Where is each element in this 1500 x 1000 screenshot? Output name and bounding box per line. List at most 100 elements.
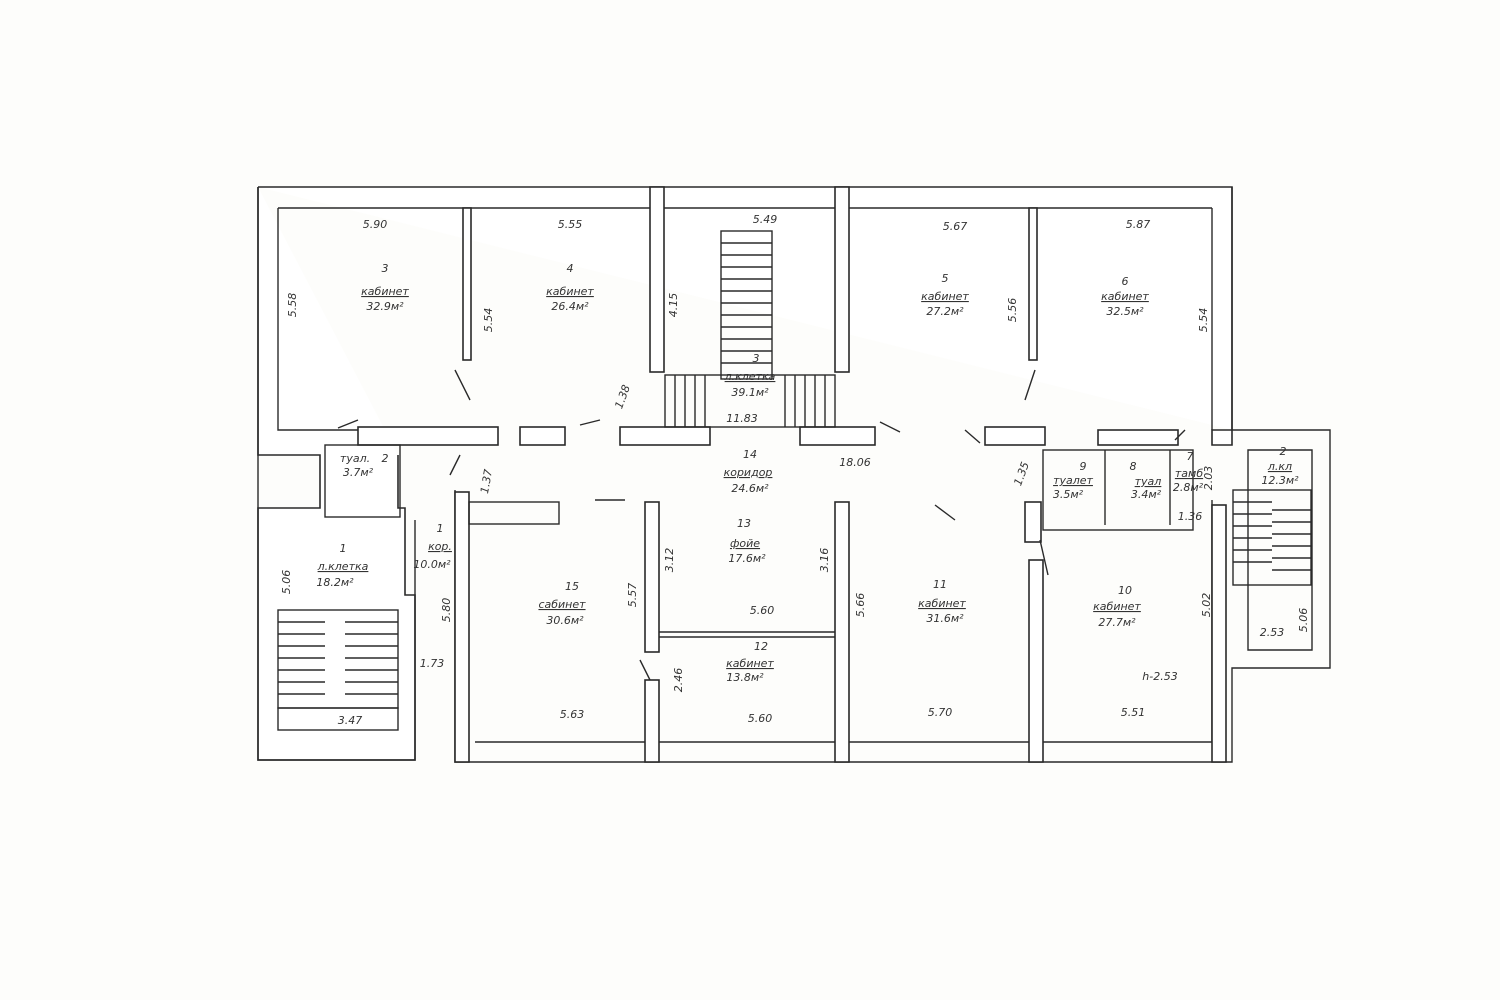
room-number: 3 [753, 352, 760, 365]
dimension: 3.12 [663, 548, 676, 573]
dimension: 18.06 [839, 456, 871, 469]
room-14-corridor: 14 коридор 24.6м² 18.06 [724, 448, 871, 495]
wall [462, 207, 472, 361]
room-3-stairwell: 5.49 4.15 3 л.клетка 39.1м² 11.83 1.38 [612, 213, 777, 425]
wall [1097, 429, 1179, 446]
dimension: 5.02 [1200, 593, 1213, 618]
dimension: 11.83 [726, 412, 758, 425]
dimension: 5.54 [1197, 308, 1210, 333]
room-name: фойе [730, 537, 760, 550]
room-2-wc: туал. 2 3.7м² [340, 452, 389, 479]
room-13-foyer: 13 фойе 17.6м² 3.12 3.16 5.60 [663, 517, 831, 617]
wall [1028, 559, 1044, 763]
wall [649, 186, 665, 373]
room-area: 31.6м² [926, 612, 964, 625]
room-number: 13 [737, 517, 751, 530]
wall [644, 501, 660, 653]
wall [1028, 207, 1038, 361]
room-number: 7 [1187, 450, 1194, 463]
room-5-kabinet: 5.67 5 кабинет 27.2м² 5.56 [921, 220, 1019, 322]
room-10-kabinet: 10 кабинет 27.7м² 5.02 5.51 h-2.53 [1093, 584, 1213, 719]
room-number: 14 [743, 448, 757, 461]
wc-room [324, 444, 401, 518]
room-name: кабинет [921, 290, 969, 303]
dimension: 5.60 [748, 712, 773, 725]
room-name: сабинет [538, 598, 586, 611]
room-name: л.кл [1267, 460, 1292, 473]
room-1-stairwell: 1 л.клетка 18.2м² 5.06 3.47 [280, 542, 369, 727]
room-8-toilet: 8 туал 3.4м² [1130, 460, 1162, 501]
room-area: 27.2м² [926, 305, 964, 318]
room-name: туал. [340, 452, 370, 465]
room-name: туалет [1053, 474, 1093, 487]
outer-walls [257, 186, 1331, 763]
dimension: 5.67 [943, 220, 968, 233]
room-area: 32.5м² [1106, 305, 1144, 318]
dimension: 1.73 [420, 657, 445, 670]
room-number: 8 [1130, 460, 1137, 473]
dimension: 1.36 [1178, 510, 1203, 523]
room-name: кабинет [1093, 600, 1141, 613]
door-swings [337, 369, 1186, 681]
room-number: 11 [933, 578, 947, 591]
room-4-kabinet: 5.55 4 кабинет 26.4м² 5.54 [482, 218, 594, 332]
room-15-kabinet: 15 сабинет 30.6м² 5.57 5.63 [538, 580, 639, 721]
wall [1211, 504, 1227, 763]
wall [799, 426, 876, 446]
room-number: 1 [340, 542, 347, 555]
room-area: 17.6м² [728, 552, 766, 565]
room-9-toilet: 9 туалет 3.5м² 1.35 [1011, 460, 1093, 501]
wall [644, 679, 660, 763]
room-area: 24.6м² [731, 482, 769, 495]
room-name: л.клетка [317, 560, 369, 573]
dimension: 5.58 [286, 293, 299, 318]
dimension: 5.49 [753, 213, 778, 226]
room-number: 2 [1280, 445, 1287, 458]
room-name: кабинет [546, 285, 594, 298]
dimension: 5.70 [928, 706, 953, 719]
dimension: 2.53 [1260, 626, 1285, 639]
room-number: 1 [437, 522, 444, 535]
dimension: 1.35 [1011, 460, 1032, 487]
dimension: 5.55 [558, 218, 583, 231]
room-name: кабинет [726, 657, 774, 670]
dimension: 5.06 [1297, 608, 1310, 633]
dimension: 5.06 [280, 570, 293, 595]
room-11-kabinet: 11 кабинет 31.6м² 5.66 5.70 [854, 578, 966, 719]
dimension: 5.87 [1126, 218, 1151, 231]
room-name: кабинет [918, 597, 966, 610]
dimension: 1.38 [612, 383, 633, 410]
staircase [277, 230, 1312, 709]
room-6-kabinet: 5.87 6 кабинет 32.5м² 5.54 [1101, 218, 1210, 332]
dimension: 5.90 [363, 218, 388, 231]
dimension: 5.66 [854, 593, 867, 618]
dimension: 5.51 [1121, 706, 1146, 719]
wall [834, 501, 850, 763]
dimension: 5.60 [750, 604, 775, 617]
dimension: 5.56 [1006, 298, 1019, 323]
room-name: коридор [724, 466, 773, 479]
dimension: 5.54 [482, 308, 495, 333]
room-12-kabinet: 12 кабинет 13.8м² 2.46 5.60 [672, 640, 774, 725]
dimension: 5.57 [626, 583, 639, 608]
room-2-stairwell: 2 л.кл 12.3м² 2.53 5.06 [1260, 445, 1310, 639]
wall [357, 426, 499, 446]
room-area: 18.2м² [316, 576, 354, 589]
room-name: туал [1135, 475, 1162, 488]
room-number: 9 [1080, 460, 1087, 473]
room-7-vestibule: 7 тамб 2.8м² 2.03 1.36 [1173, 450, 1215, 523]
dimension: 4.15 [667, 293, 680, 318]
room-area: 3.4м² [1131, 488, 1162, 501]
dimension: h-2.53 [1142, 670, 1177, 683]
dimension: 3.47 [338, 714, 363, 727]
wc-block [1042, 449, 1194, 531]
dimension: 1.37 [478, 468, 495, 494]
room-1-corridor: 1 кор. 10.0м² 5.80 1.73 1.37 [413, 468, 495, 670]
room-area: 26.4м² [551, 300, 589, 313]
wall [834, 186, 850, 373]
dimension: 3.16 [818, 548, 831, 573]
room-name: кабинет [361, 285, 409, 298]
room-number: 12 [754, 640, 768, 653]
